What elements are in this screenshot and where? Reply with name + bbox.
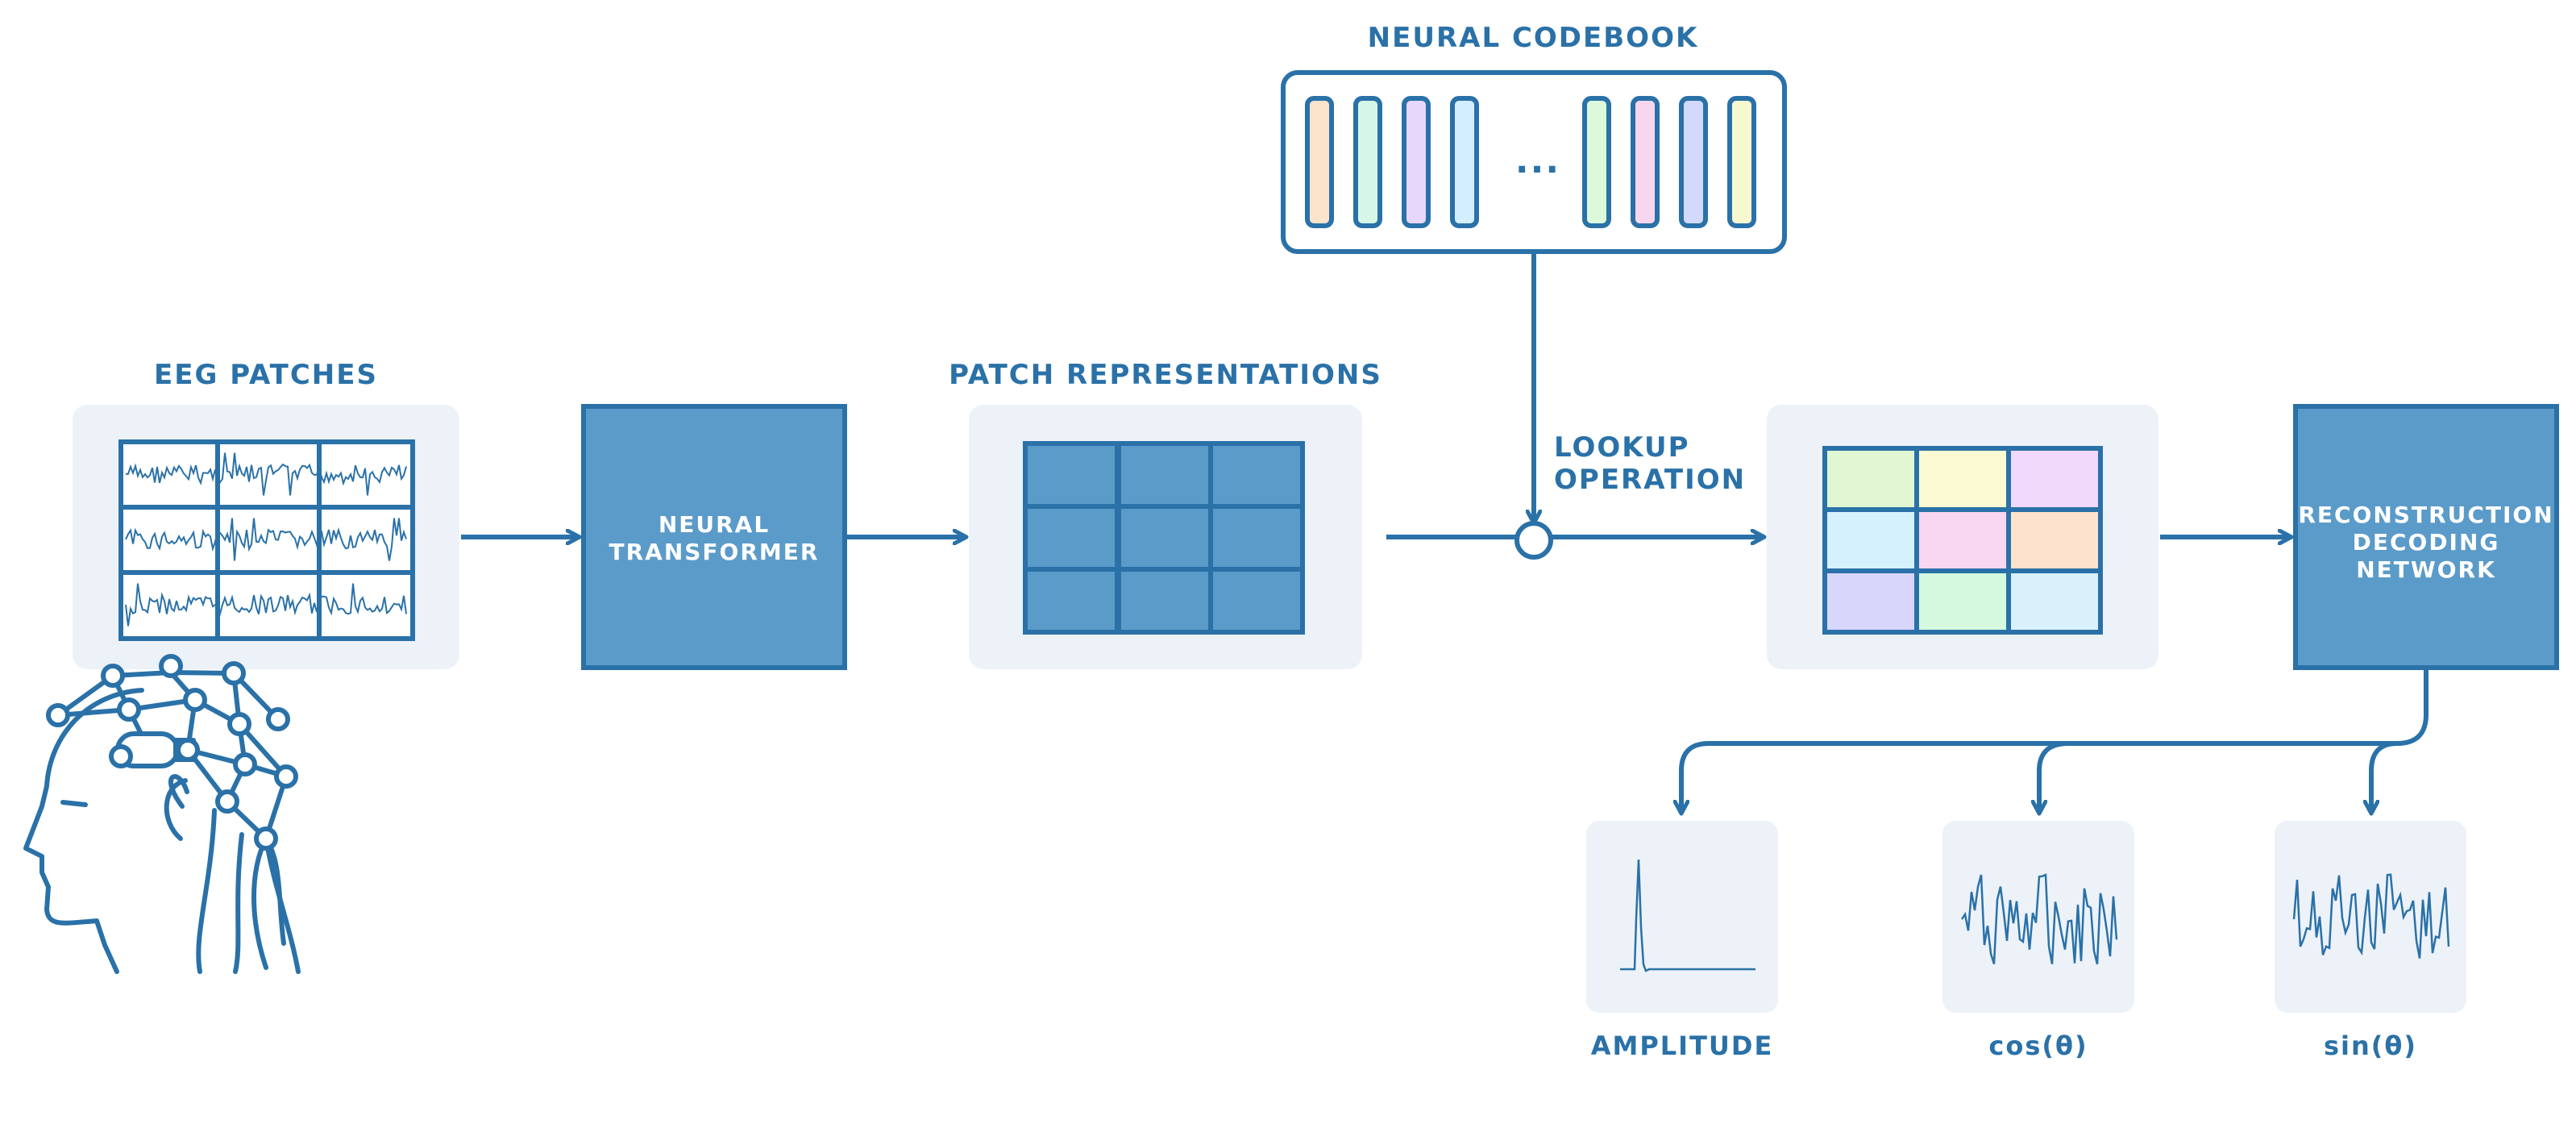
electrode-2 — [101, 664, 125, 688]
eeg-signal-grid-icon — [118, 439, 415, 641]
neural-transformer-box — [581, 404, 847, 670]
codebook-vectors — [1305, 96, 1756, 228]
neural-transformer-label-line2: TRANSFORMER — [609, 539, 820, 565]
electrode-13 — [254, 826, 278, 851]
quantized-cell-1 — [1822, 446, 1919, 512]
eeg-patches-label: EEG PATCHES — [154, 359, 378, 391]
eeg-channel-wave-1 — [125, 452, 407, 496]
electrode-7 — [183, 688, 207, 712]
reconstruction-network-box — [2293, 404, 2559, 670]
codebook-vector-4 — [1450, 96, 1479, 228]
amplitude-waveform — [1620, 859, 1755, 972]
electrode-8 — [227, 712, 251, 736]
codebook-vector-2 — [1353, 96, 1382, 228]
electrode-3 — [159, 654, 183, 678]
electrode-9 — [274, 764, 298, 789]
codebook-vector-7 — [1679, 96, 1708, 228]
quantized-cell-2 — [1914, 446, 2011, 512]
quantized-cell-9 — [2006, 568, 2103, 635]
eeg-electrodes — [46, 654, 298, 851]
codebook-vector-1 — [1305, 96, 1334, 228]
electrode-4 — [222, 661, 246, 685]
electrode-10 — [233, 752, 257, 777]
patch-cell-7 — [1023, 567, 1120, 635]
electrode-1 — [46, 703, 70, 727]
cos-waveform — [1960, 873, 2118, 964]
eeg-channel-wave-3 — [125, 583, 407, 627]
sin-label: sin(θ) — [2324, 1030, 2417, 1061]
electrode-14 — [109, 744, 133, 768]
cos-label: cos(θ) — [1988, 1030, 2088, 1061]
codebook-ellipsis: ... — [1515, 140, 1560, 181]
lookup-node-icon — [1514, 521, 1553, 560]
branch-to-sin — [2371, 741, 2398, 813]
patch-cell-9 — [1208, 567, 1305, 635]
patch-cell-1 — [1023, 441, 1120, 509]
quantized-cell-5 — [1914, 507, 2011, 573]
quantized-cell-6 — [2006, 507, 2103, 573]
patch-cell-2 — [1116, 441, 1213, 509]
patch-cell-6 — [1208, 504, 1305, 572]
lookup-operation-label-line2: OPERATION — [1554, 464, 1746, 496]
quantized-cell-3 — [2006, 446, 2103, 512]
electrode-12 — [215, 789, 239, 814]
reconstruction-label-line3: NETWORK — [2356, 556, 2496, 583]
sin-waveform — [2292, 873, 2450, 959]
codebook-vector-3 — [1402, 96, 1431, 228]
decoder-branch-lines — [1681, 669, 2429, 813]
quantized-cell-7 — [1822, 568, 1919, 635]
branch-to-cos — [2039, 741, 2069, 813]
amplitude-panel — [1586, 821, 1778, 1013]
electrode-6 — [117, 697, 141, 722]
codebook-vector-6 — [1631, 96, 1660, 228]
quantized-codes-grid — [1822, 446, 2103, 635]
codebook-title: NEURAL CODEBOOK — [1368, 22, 1699, 54]
patch-representations-grid — [1023, 441, 1305, 635]
quantized-cell-4 — [1822, 507, 1919, 573]
quantized-cell-8 — [1914, 568, 2011, 635]
patch-cell-8 — [1116, 567, 1213, 635]
electrode-5 — [266, 707, 290, 731]
patch-cell-3 — [1208, 441, 1305, 509]
patch-cell-4 — [1023, 504, 1120, 572]
eeg-channel-wave-2 — [125, 518, 407, 561]
patch-cell-5 — [1116, 504, 1213, 572]
reconstruction-label-line1: RECONSTRUCTION — [2298, 502, 2553, 528]
codebook-vector-8 — [1727, 96, 1756, 228]
cos-panel — [1942, 821, 2134, 1013]
electrode-11 — [176, 738, 200, 762]
codebook-vector-5 — [1582, 96, 1611, 228]
patch-representations-label: PATCH REPRESENTATIONS — [949, 359, 1382, 391]
amplitude-label: AMPLITUDE — [1591, 1030, 1774, 1061]
neural-transformer-label-line1: NEURAL — [659, 511, 770, 538]
reconstruction-label-line2: DECODING — [2353, 529, 2500, 556]
lookup-operation-label-line1: LOOKUP — [1554, 431, 1690, 464]
